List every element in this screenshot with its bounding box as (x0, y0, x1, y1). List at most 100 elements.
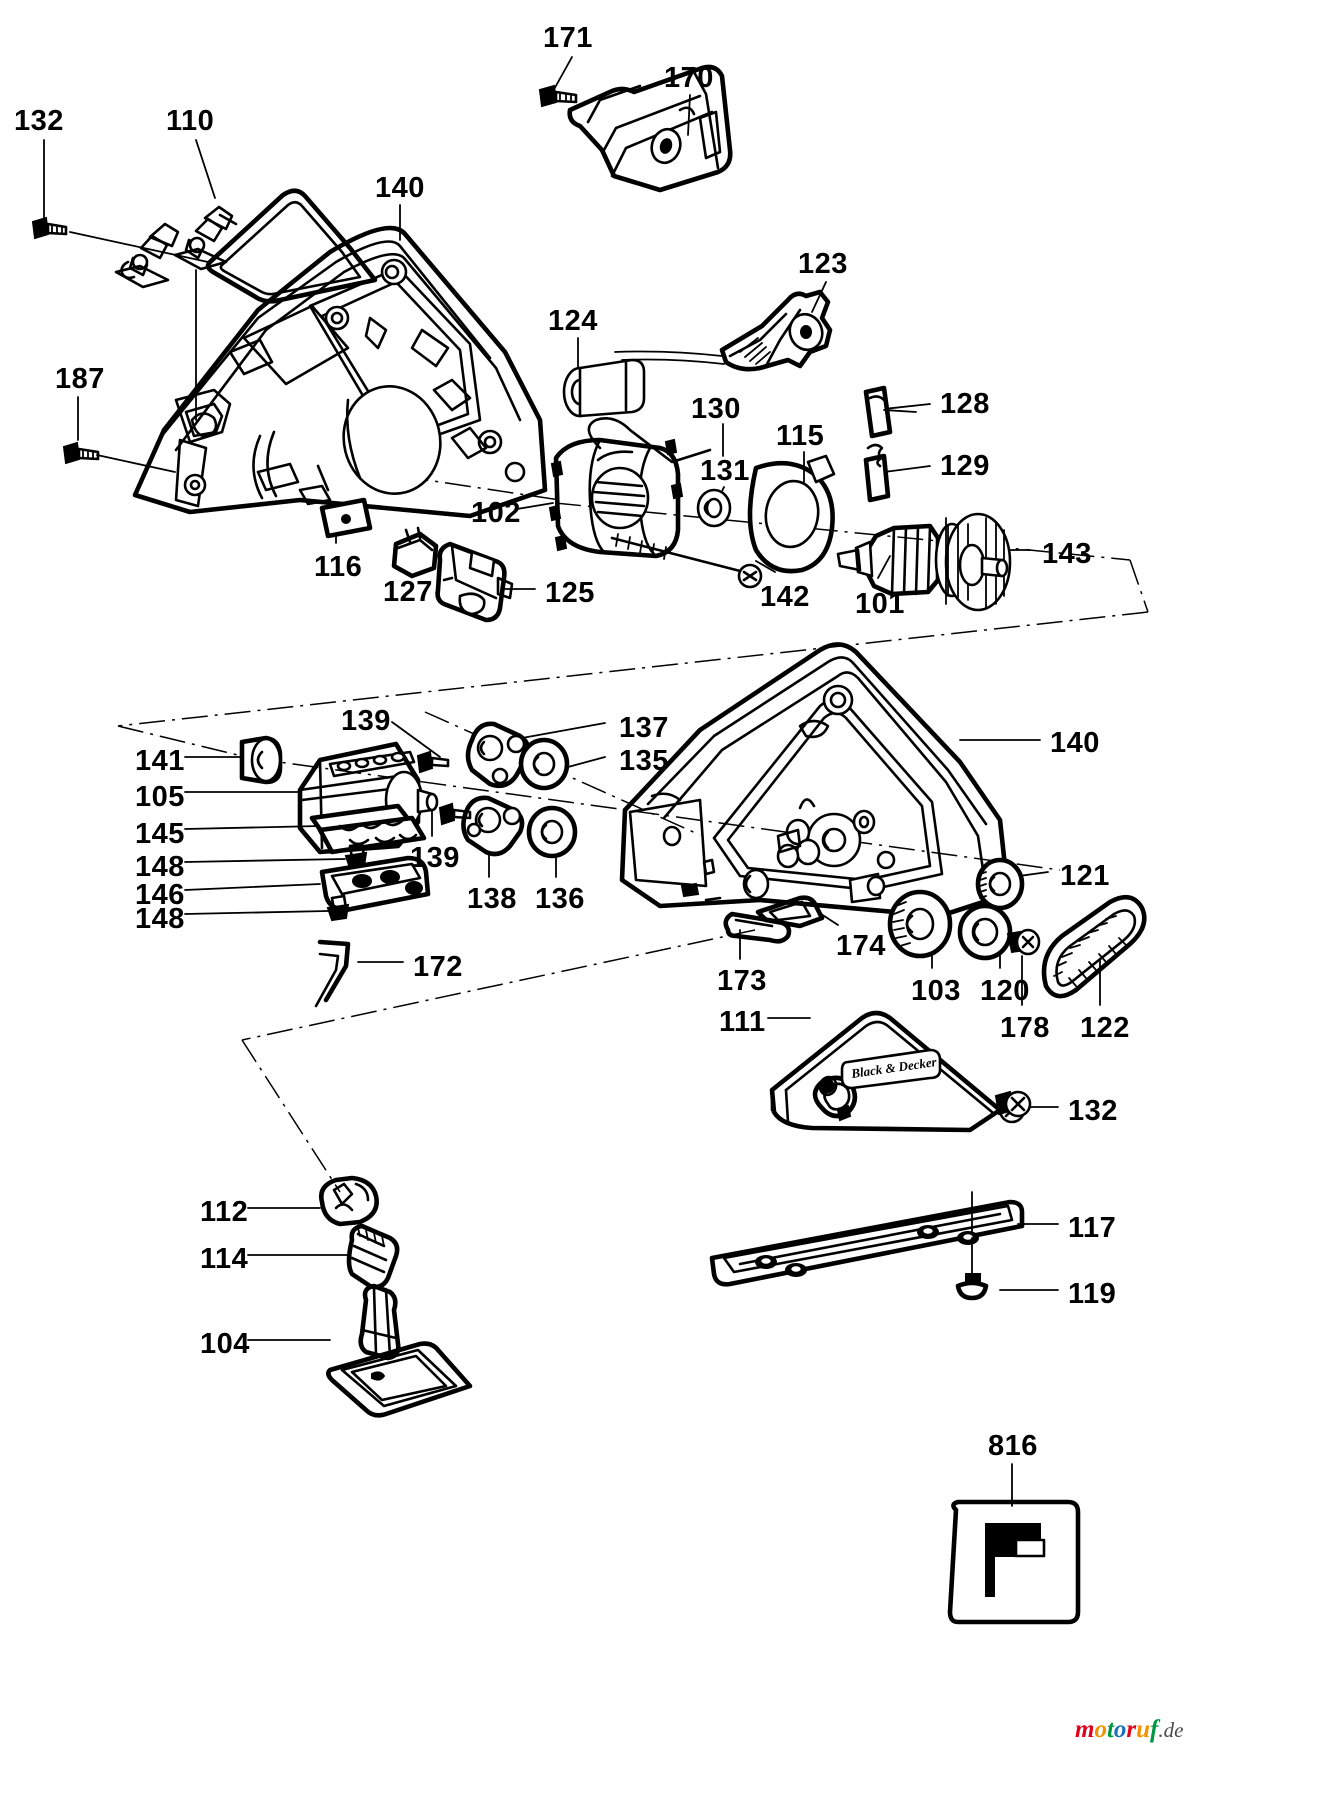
part-139-screw-upper (416, 750, 450, 774)
part-115-end-cap (747, 454, 836, 574)
part-label-170: 170 (664, 62, 714, 94)
part-124-grommet (562, 358, 646, 418)
part-label-178: 178 (1000, 1012, 1050, 1044)
part-label-146: 146 (135, 879, 185, 911)
part-label-171: 171 (543, 22, 593, 54)
watermark-letter-o1: o (1094, 1716, 1107, 1743)
part-125-switch (435, 541, 514, 623)
watermark-letter-o2: o (1113, 1716, 1127, 1743)
watermark-suffix: .de (1158, 1718, 1184, 1742)
part-137-link (465, 721, 531, 789)
part-187-screw (62, 441, 100, 465)
part-label-105: 105 (135, 781, 185, 813)
leader-lines (43, 56, 1101, 1507)
part-label-132-top-left: 132 (14, 105, 64, 137)
part-label-140-upper: 140 (375, 172, 425, 204)
part-label-148-upper: 148 (135, 851, 185, 883)
part-label-111: 111 (719, 1006, 766, 1038)
part-label-136: 136 (535, 883, 585, 915)
watermark-letter-r: r (1126, 1716, 1137, 1743)
part-label-137: 137 (619, 712, 669, 744)
part-label-128: 128 (940, 388, 990, 420)
part-label-116: 116 (314, 551, 363, 583)
part-131-bearing (696, 488, 732, 528)
part-141-bushing (239, 735, 283, 785)
part-label-121: 121 (1060, 860, 1110, 892)
part-label-139-upper: 139 (341, 705, 391, 737)
part-148-screw-lower (326, 894, 350, 922)
part-label-117: 117 (1068, 1212, 1117, 1244)
part-label-102: 102 (471, 497, 521, 529)
motoruf-watermark: motoruf.de (1075, 1716, 1183, 1744)
part-128-brush-holder (863, 385, 917, 439)
part-122-drive-belt (1041, 894, 1147, 999)
part-145-blade (309, 803, 427, 855)
part-101-armature (836, 512, 1012, 612)
part-label-115: 115 (776, 420, 825, 452)
part-label-104: 104 (200, 1328, 250, 1360)
part-110-cover (114, 188, 378, 304)
part-label-816: 816 (988, 1430, 1038, 1462)
part-135-roller (518, 737, 570, 791)
part-172-hex-key (314, 939, 351, 1008)
part-label-114: 114 (200, 1243, 249, 1275)
part-label-122: 122 (1080, 1012, 1130, 1044)
part-label-141: 141 (135, 745, 185, 777)
part-label-143: 143 (1042, 538, 1092, 570)
part-label-127: 127 (383, 576, 433, 608)
part-label-124: 124 (548, 305, 598, 337)
part-171-screw (538, 84, 578, 108)
watermark-letter-t: t (1106, 1716, 1114, 1743)
part-label-131: 131 (700, 455, 750, 487)
part-label-145: 145 (135, 818, 185, 850)
part-104-shoe-plate (326, 1283, 473, 1418)
part-label-142: 142 (760, 581, 810, 613)
part-127-capacitor (391, 526, 439, 579)
part-label-140-lower: 140 (1050, 727, 1100, 759)
part-label-125: 125 (545, 577, 595, 609)
part-label-112: 112 (200, 1196, 249, 1228)
part-178-screw (1006, 928, 1041, 956)
part-132-screw-upper (31, 216, 68, 240)
part-label-174: 174 (836, 930, 886, 962)
part-label-148-lower: 148 (135, 903, 185, 935)
part-102-field-stator (548, 437, 684, 559)
part-174-wedge (755, 895, 825, 929)
part-132-screw-lower (994, 1090, 1032, 1118)
part-140-housing-upper (132, 225, 548, 519)
watermark-letter-u: u (1136, 1716, 1151, 1743)
part-138-link (461, 795, 525, 857)
part-label-123: 123 (798, 248, 848, 280)
part-142-long-screw (610, 533, 763, 589)
part-label-129: 129 (940, 450, 990, 482)
part-119-screw (955, 1237, 989, 1301)
part-140-housing-lower (619, 642, 1011, 919)
part-112-knob (319, 1175, 379, 1227)
part-129-carbon-brush (863, 443, 891, 503)
part-114-threaded-stud (346, 1223, 400, 1290)
part-label-103: 103 (911, 975, 961, 1007)
part-136-roller (526, 805, 578, 859)
part-121-pulley (975, 857, 1025, 911)
part-116-plate (319, 497, 373, 539)
part-label-172: 172 (413, 951, 463, 983)
part-label-101: 101 (855, 588, 905, 620)
part-173-clip (723, 911, 792, 944)
part-130-wire (587, 417, 712, 464)
part-label-139-lower: 139 (410, 842, 460, 874)
part-139-screw-lower (438, 802, 472, 826)
part-label-135: 135 (619, 745, 669, 777)
part-label-110: 110 (166, 105, 215, 137)
part-label-173: 173 (717, 965, 767, 997)
part-111-side-cover (769, 1010, 1026, 1133)
part-label-120: 120 (980, 975, 1030, 1007)
watermark-letter-f: f (1150, 1716, 1159, 1743)
part-146-clamp-plate (319, 855, 431, 913)
part-label-119: 119 (1068, 1278, 1117, 1310)
part-label-187: 187 (55, 363, 105, 395)
part-103-pulley (887, 889, 953, 959)
part-label-138: 138 (467, 883, 517, 915)
part-117-base-plate (709, 1191, 1025, 1287)
